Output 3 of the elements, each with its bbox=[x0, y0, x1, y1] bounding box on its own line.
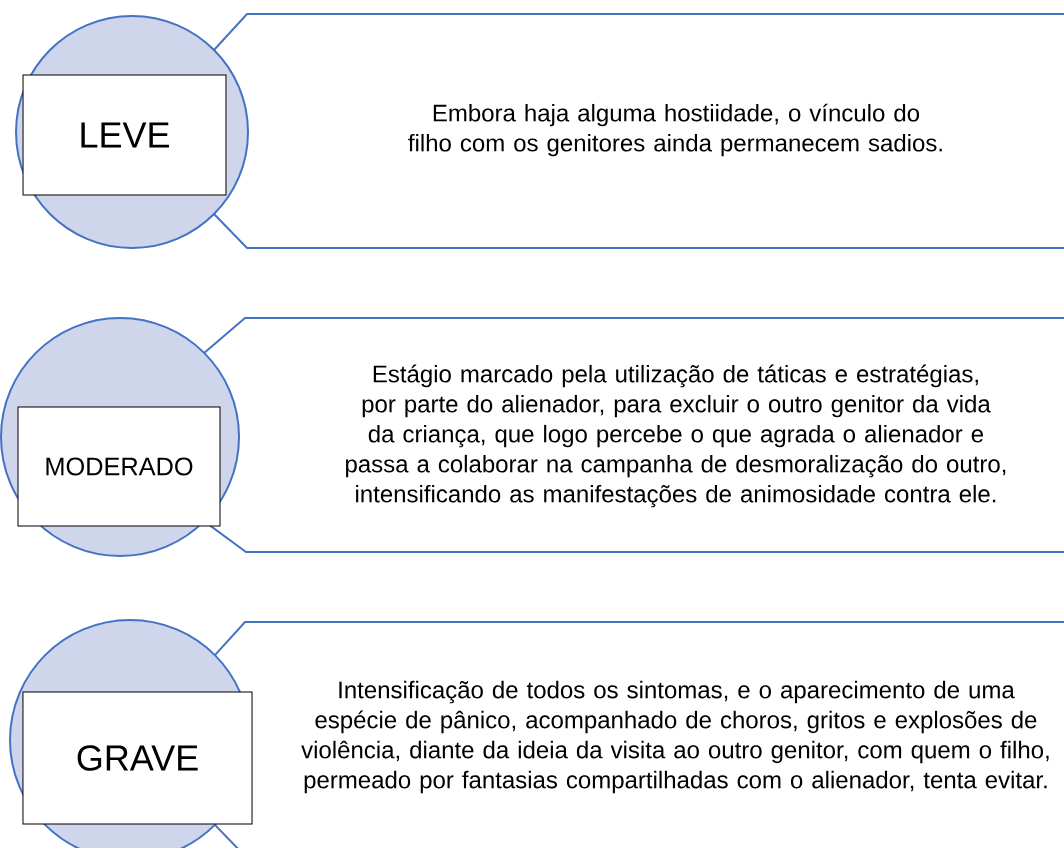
label-box: LEVE bbox=[22, 74, 227, 196]
label-box: GRAVE bbox=[22, 691, 253, 825]
label-box: MODERADO bbox=[17, 406, 221, 527]
